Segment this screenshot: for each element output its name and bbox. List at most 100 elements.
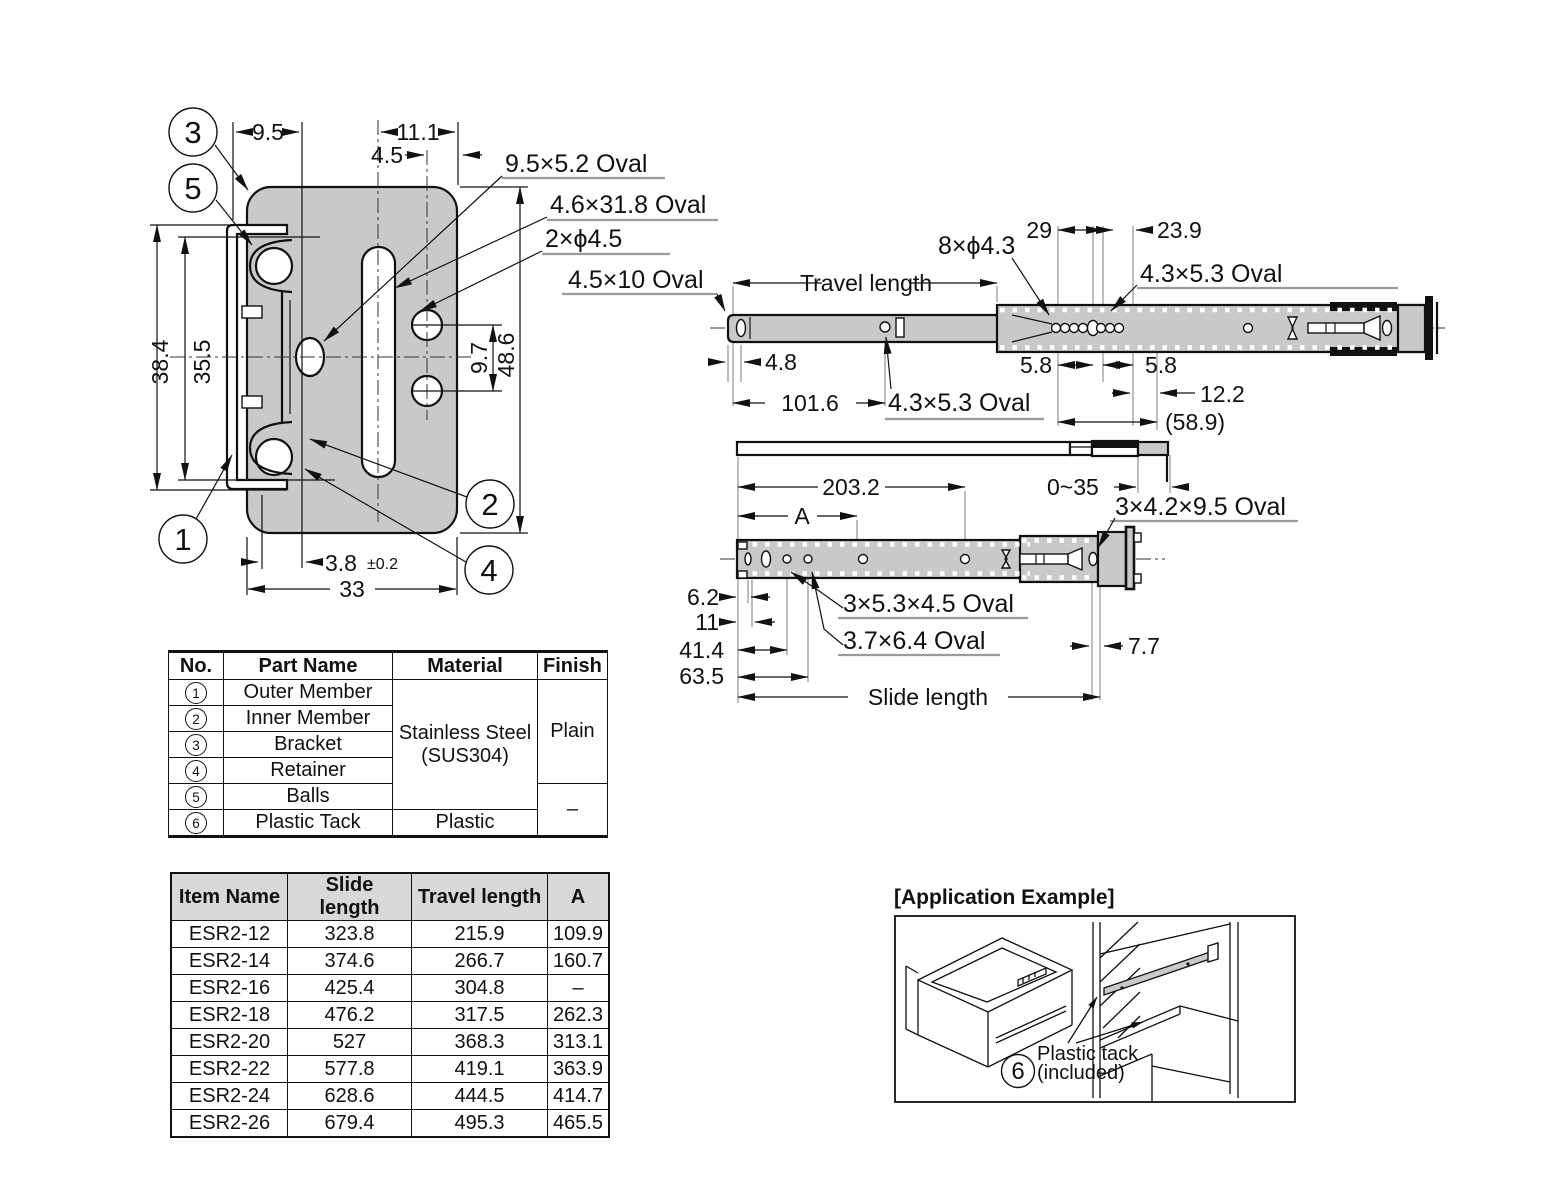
dim-9-7: 9.7 <box>466 342 492 374</box>
part-name: Plastic Tack <box>223 809 393 837</box>
member-profile-bar <box>735 439 1170 482</box>
hole-labels: 9.5×5.2 Oval 4.6×31.8 Oval 2×ϕ4.5 <box>323 150 718 342</box>
example-frame <box>894 915 1296 1103</box>
label-oval-4-3x5-3-top: 4.3×5.3 Oval <box>1140 260 1282 288</box>
balloon-1: 1 <box>174 522 191 557</box>
dim-travel-length: Travel length <box>800 270 932 296</box>
part-name: Retainer <box>223 757 393 784</box>
dimensions: 203.2 0~35 A 6.2 11 41.4 63.5 3×5.3×4.5 … <box>679 474 1298 710</box>
dim-23-9: 23.9 <box>1157 217 1202 243</box>
dim-33: 33 <box>339 576 365 602</box>
label-oval-9-5x5-2: 9.5×5.2 Oval <box>505 150 647 178</box>
dim-29: 29 <box>1026 217 1052 243</box>
dimensions: 4.5×10 Oval Travel length 29 23.9 8×ϕ4.3… <box>562 217 1398 435</box>
ball-top <box>254 246 294 286</box>
col-header-travellength: Travel length <box>411 872 548 921</box>
parts-table: No. Part Name Material Finish 1 Outer Me… <box>168 650 608 838</box>
part-no: 1 <box>168 679 224 706</box>
rear-flange <box>1124 525 1136 591</box>
outer-member <box>995 296 1439 360</box>
label-oval-3x5-3x4-5: 3×5.3×4.5 Oval <box>843 590 1014 618</box>
dim-3-8-tol: ±0.2 <box>367 556 398 573</box>
material-cell: Plastic <box>392 809 538 837</box>
tack-label-line2: (included) <box>1037 1062 1125 1084</box>
plastic-tack-callout: 6 Plastic tack (included) <box>1000 996 1144 1089</box>
dim-3-8: 3.8 <box>325 550 357 576</box>
dim-slide-length: Slide length <box>868 684 988 710</box>
table-row: 6 Plastic Tack Plastic <box>168 809 608 837</box>
dim-48-6: 48.6 <box>493 333 519 378</box>
dim-12-2: 12.2 <box>1200 381 1245 407</box>
dim-0-35: 0~35 <box>1047 474 1099 500</box>
label-oval-4-3x5-3-bottom: 4.3×5.3 Oval <box>888 389 1030 417</box>
dim-203-2: 203.2 <box>822 474 880 500</box>
table-row: 1 Outer Member Stainless Steel (SUS304) … <box>168 679 608 810</box>
dim-35-5: 35.5 <box>189 340 215 385</box>
oval-hole <box>879 321 891 333</box>
ball-bottom <box>254 437 294 477</box>
part-no: 3 <box>168 731 224 758</box>
closed-slide-body <box>735 525 1142 591</box>
dim-11-1: 11.1 <box>396 119 439 145</box>
part-no: 6 <box>168 809 224 837</box>
latch <box>1286 316 1299 340</box>
finish-cell: Plain <box>537 679 608 784</box>
part-no: 2 <box>168 705 224 732</box>
col-header-a: A <box>547 872 610 921</box>
closed-slide-drawing: 203.2 0~35 A 6.2 11 41.4 63.5 3×5.3×4.5 … <box>679 439 1298 710</box>
dim-63-5: 63.5 <box>679 663 724 689</box>
table-header-row: Item Name Slide length Travel length A <box>170 872 610 921</box>
application-example: [Application Example] <box>894 886 1296 1103</box>
table-row: 5 Balls – <box>168 783 608 837</box>
balloon-2: 2 <box>481 487 498 522</box>
part-name: Inner Member <box>223 705 393 732</box>
col-header-material: Material <box>392 651 538 680</box>
dimensions: 9.5 11.1 4.5 38.4 35.5 9.7 48.6 3.8 ±0.2… <box>147 119 524 602</box>
dim-5-8-left: 5.8 <box>1020 352 1052 378</box>
col-header-slidelength: Slide length <box>287 872 412 921</box>
table-row: 4 Retainer <box>168 757 608 784</box>
balloon-4: 4 <box>480 553 497 588</box>
dim-5-8-right: 5.8 <box>1145 352 1177 378</box>
dim-9-5: 9.5 <box>252 119 284 145</box>
balloon-3: 3 <box>184 115 201 150</box>
application-title: [Application Example] <box>894 886 1115 909</box>
table-row: 3 Bracket <box>168 731 608 758</box>
col-header-finish: Finish <box>537 651 608 680</box>
part-balloons: 3 5 1 2 4 <box>158 107 515 595</box>
dim-7-7: 7.7 <box>1128 633 1160 659</box>
end-oval-hole <box>735 318 747 338</box>
dim-4-8: 4.8 <box>765 349 797 375</box>
finish-cell: – <box>537 783 608 837</box>
extended-slide-drawing: 4.5×10 Oval Travel length 29 23.9 8×ϕ4.3… <box>562 217 1445 435</box>
label-oval-3-7x6-4: 3.7×6.4 Oval <box>843 627 985 655</box>
dim-11: 11 <box>695 609 719 635</box>
col-header-itemname: Item Name <box>170 872 288 921</box>
dim-58-9: (58.9) <box>1165 409 1225 435</box>
items-table: Item Name Slide length Travel length A E… <box>170 872 611 1138</box>
ball-row <box>1050 319 1125 337</box>
dim-4-5: 4.5 <box>371 142 403 168</box>
disconnect-lever <box>1019 546 1098 572</box>
disconnect-lever <box>1307 314 1393 342</box>
label-oval-4-5x10: 4.5×10 Oval <box>568 266 704 294</box>
table-header-row: No. Part Name Material Finish <box>168 651 608 680</box>
part-name: Bracket <box>223 731 393 758</box>
drawer-illustration <box>905 937 1074 1068</box>
end-stop <box>1425 296 1433 360</box>
part-name: Balls <box>223 783 393 810</box>
slide-cross-section <box>225 223 326 491</box>
dim-a: A <box>794 503 810 529</box>
balloon-6: 6 <box>1011 1058 1024 1085</box>
label-oval-4-6x31-8: 4.6×31.8 Oval <box>550 191 706 219</box>
label-holes-2xphi4-5: 2×ϕ4.5 <box>545 225 622 253</box>
label-oval-3x4-2x9-5: 3×4.2×9.5 Oval <box>1115 493 1286 521</box>
